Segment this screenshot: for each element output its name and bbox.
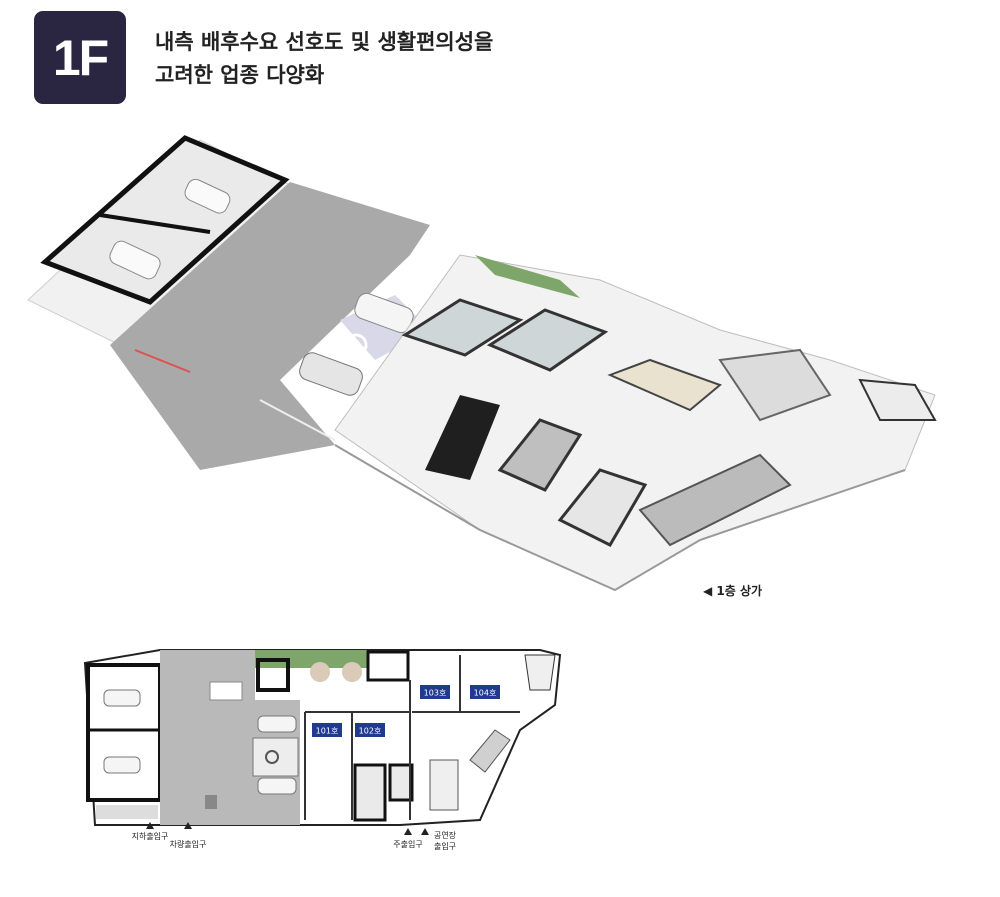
unit-label-104: 104호 (470, 685, 500, 699)
plan-escalator (469, 729, 511, 773)
plan-parking-bays (86, 663, 162, 802)
escalator (638, 453, 792, 547)
car-icon (299, 352, 363, 396)
headline-line-2: 고려한 업종 다양화 (155, 63, 325, 87)
isometric-floor-view (27, 135, 937, 592)
svg-text:주출입구: 주출입구 (393, 839, 422, 849)
svg-text:지하출입구: 지하출입구 (132, 831, 169, 841)
entrance-basement: 지하출입구 (132, 822, 169, 841)
car-icon (184, 178, 231, 214)
car-icon (103, 689, 141, 707)
car-icon (103, 756, 141, 774)
floor-badge: 1F (34, 11, 126, 104)
floor-plan (83, 649, 562, 826)
svg-text:104호: 104호 (474, 689, 497, 698)
garage-bays (40, 135, 290, 305)
entrance-main: 주출입구 (393, 828, 423, 849)
car-icon (257, 715, 297, 733)
unit-label-102: 102호 (355, 723, 385, 737)
wheelchair-icon (344, 333, 368, 357)
svg-text:차량출입구: 차량출입구 (170, 839, 207, 849)
entrance-vehicle: 차량출입구 (170, 822, 207, 849)
car-icon (109, 240, 161, 280)
parking-lot (110, 182, 430, 470)
svg-text:103호: 103호 (424, 689, 447, 698)
plan-lawn (255, 650, 367, 668)
headline-line-1: 내측 배후수요 선호도 및 생활편의성을 (155, 30, 494, 54)
svg-text:출입구: 출입구 (434, 841, 456, 851)
unit-label-101: 101호 (312, 723, 342, 737)
entrance-stage: 공연장 출입구 (421, 828, 457, 851)
car-icon (257, 777, 297, 795)
lawn (475, 255, 580, 298)
svg-text:101호: 101호 (316, 727, 339, 736)
iso-caption: ◀ 1층 상가 (703, 583, 762, 598)
svg-text:102호: 102호 (359, 727, 382, 736)
unit-label-103: 103호 (420, 685, 450, 699)
svg-text:공연장: 공연장 (434, 830, 457, 840)
wheelchair-icon (265, 750, 279, 764)
headline: 내측 배후수요 선호도 및 생활편의성을 고려한 업종 다양화 (155, 26, 493, 92)
